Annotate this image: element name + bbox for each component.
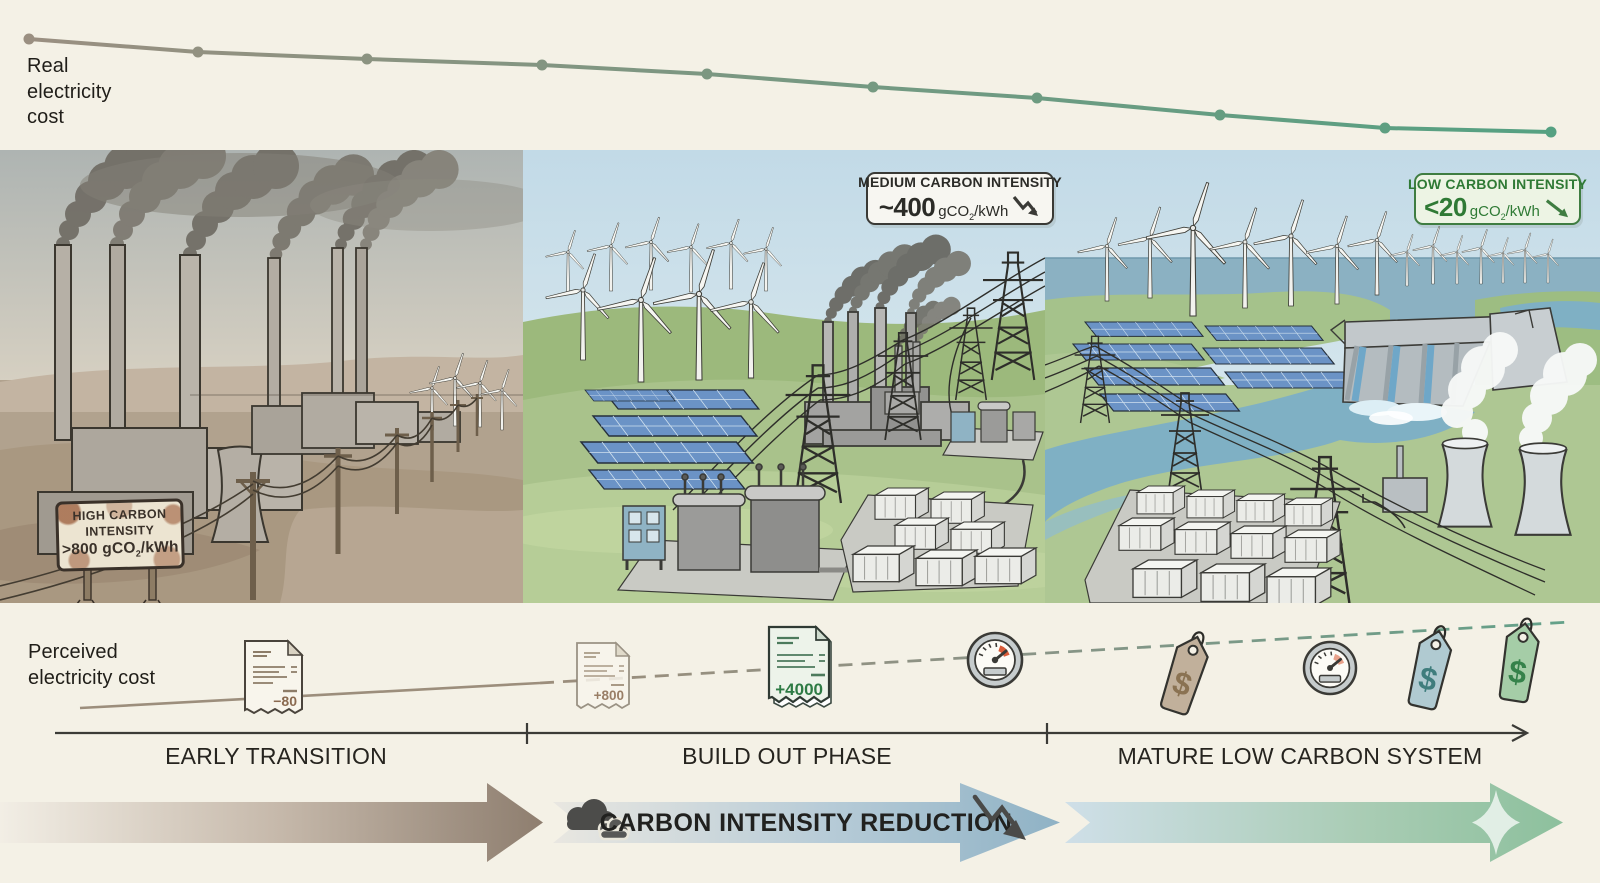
equipment-pad: [942, 401, 1044, 512]
price-tag-icon: $: [1498, 617, 1540, 704]
zigzag-down-icon: [972, 794, 1026, 840]
sign-value: >800: [61, 540, 98, 559]
bill-value: +4000: [775, 680, 823, 699]
high-carbon-sign: HIGH CARBON INTENSITY >800 gCO2/kWh: [55, 498, 185, 572]
substation: [616, 463, 903, 601]
medium-carbon-badge: MEDIUM CARBON INTENSITY ~400 gCO2/kWh: [858, 172, 1062, 225]
real-cost-points: [23, 33, 1557, 138]
arrow-early: [0, 783, 543, 862]
phase-mature-low-carbon: MATURE LOW CARBON SYSTEM: [1117, 743, 1483, 769]
price-tag-icon: $: [1407, 625, 1453, 711]
sparkle-diamond: [1472, 790, 1520, 855]
perceived-line-solid: [79, 681, 541, 710]
carbon-reduction-label: CARBON INTENSITY REDUCTION: [600, 809, 1013, 837]
battery-storage: [1084, 485, 1341, 603]
hills: [0, 355, 523, 412]
real-cost-line-chart: [23, 33, 1557, 138]
bill-icon: +4000: [767, 624, 832, 708]
perceived-cost-section: −80 +800 +4000 $: [79, 617, 1571, 716]
battery-storage: [840, 487, 1037, 593]
carbon-reduction-arrow-band: CARBON INTENSITY REDUCTION: [0, 783, 1563, 862]
bill-value: −80: [273, 693, 297, 709]
real-cost-line: [27, 37, 1553, 134]
downward-trend-icon: [1013, 195, 1039, 216]
perceived-cost-label: Perceived electricity cost: [28, 641, 156, 689]
transmission-lines: [1045, 345, 1546, 596]
arrow-build: [553, 783, 1060, 862]
arrow-mature: [1065, 783, 1563, 862]
sign-line1: HIGH CARBON: [72, 506, 167, 524]
timeline-axis: [55, 723, 1530, 744]
bill-icon: −80: [244, 639, 304, 715]
perceived-line-dashed: [539, 620, 1571, 685]
low-carbon-badge: LOW CARBON INTENSITY <20 gCO2/kWh: [1408, 173, 1587, 225]
gauge-icon: [1302, 640, 1358, 696]
bill-icon: +800: [576, 641, 631, 710]
bill-value: +800: [594, 688, 624, 703]
panel-build-out-phase: [523, 150, 1045, 603]
badge-title: MEDIUM CARBON INTENSITY: [858, 174, 1062, 190]
panel-mature-low-carbon: [1045, 150, 1600, 603]
real-cost-label: Real electricity cost: [27, 55, 112, 129]
badge-value: <20: [1424, 191, 1467, 222]
axis-ticks: [525, 723, 1049, 744]
cloud-icon: [567, 799, 631, 841]
smoke-plumes: [56, 150, 523, 261]
coal-plant-far: [251, 247, 461, 455]
badge-value: ~400: [878, 192, 936, 222]
panel-early-transition: [0, 150, 523, 603]
gauge-icon: [966, 631, 1024, 689]
sign-line2: INTENSITY: [85, 522, 155, 539]
steam: [1441, 332, 1597, 450]
power-poles: [236, 394, 483, 600]
nuclear-plant: [1382, 332, 1597, 536]
price-tag-icon: $: [1159, 631, 1209, 716]
axis-arrowhead: [1511, 724, 1530, 742]
phase-early-transition: EARLY TRANSITION: [165, 743, 387, 769]
badge-title: LOW CARBON INTENSITY: [1408, 175, 1587, 192]
phase-build-out: BUILD OUT PHASE: [682, 743, 892, 769]
downward-trend-icon: [1545, 198, 1568, 217]
dollar-glyph: $: [1506, 653, 1529, 691]
